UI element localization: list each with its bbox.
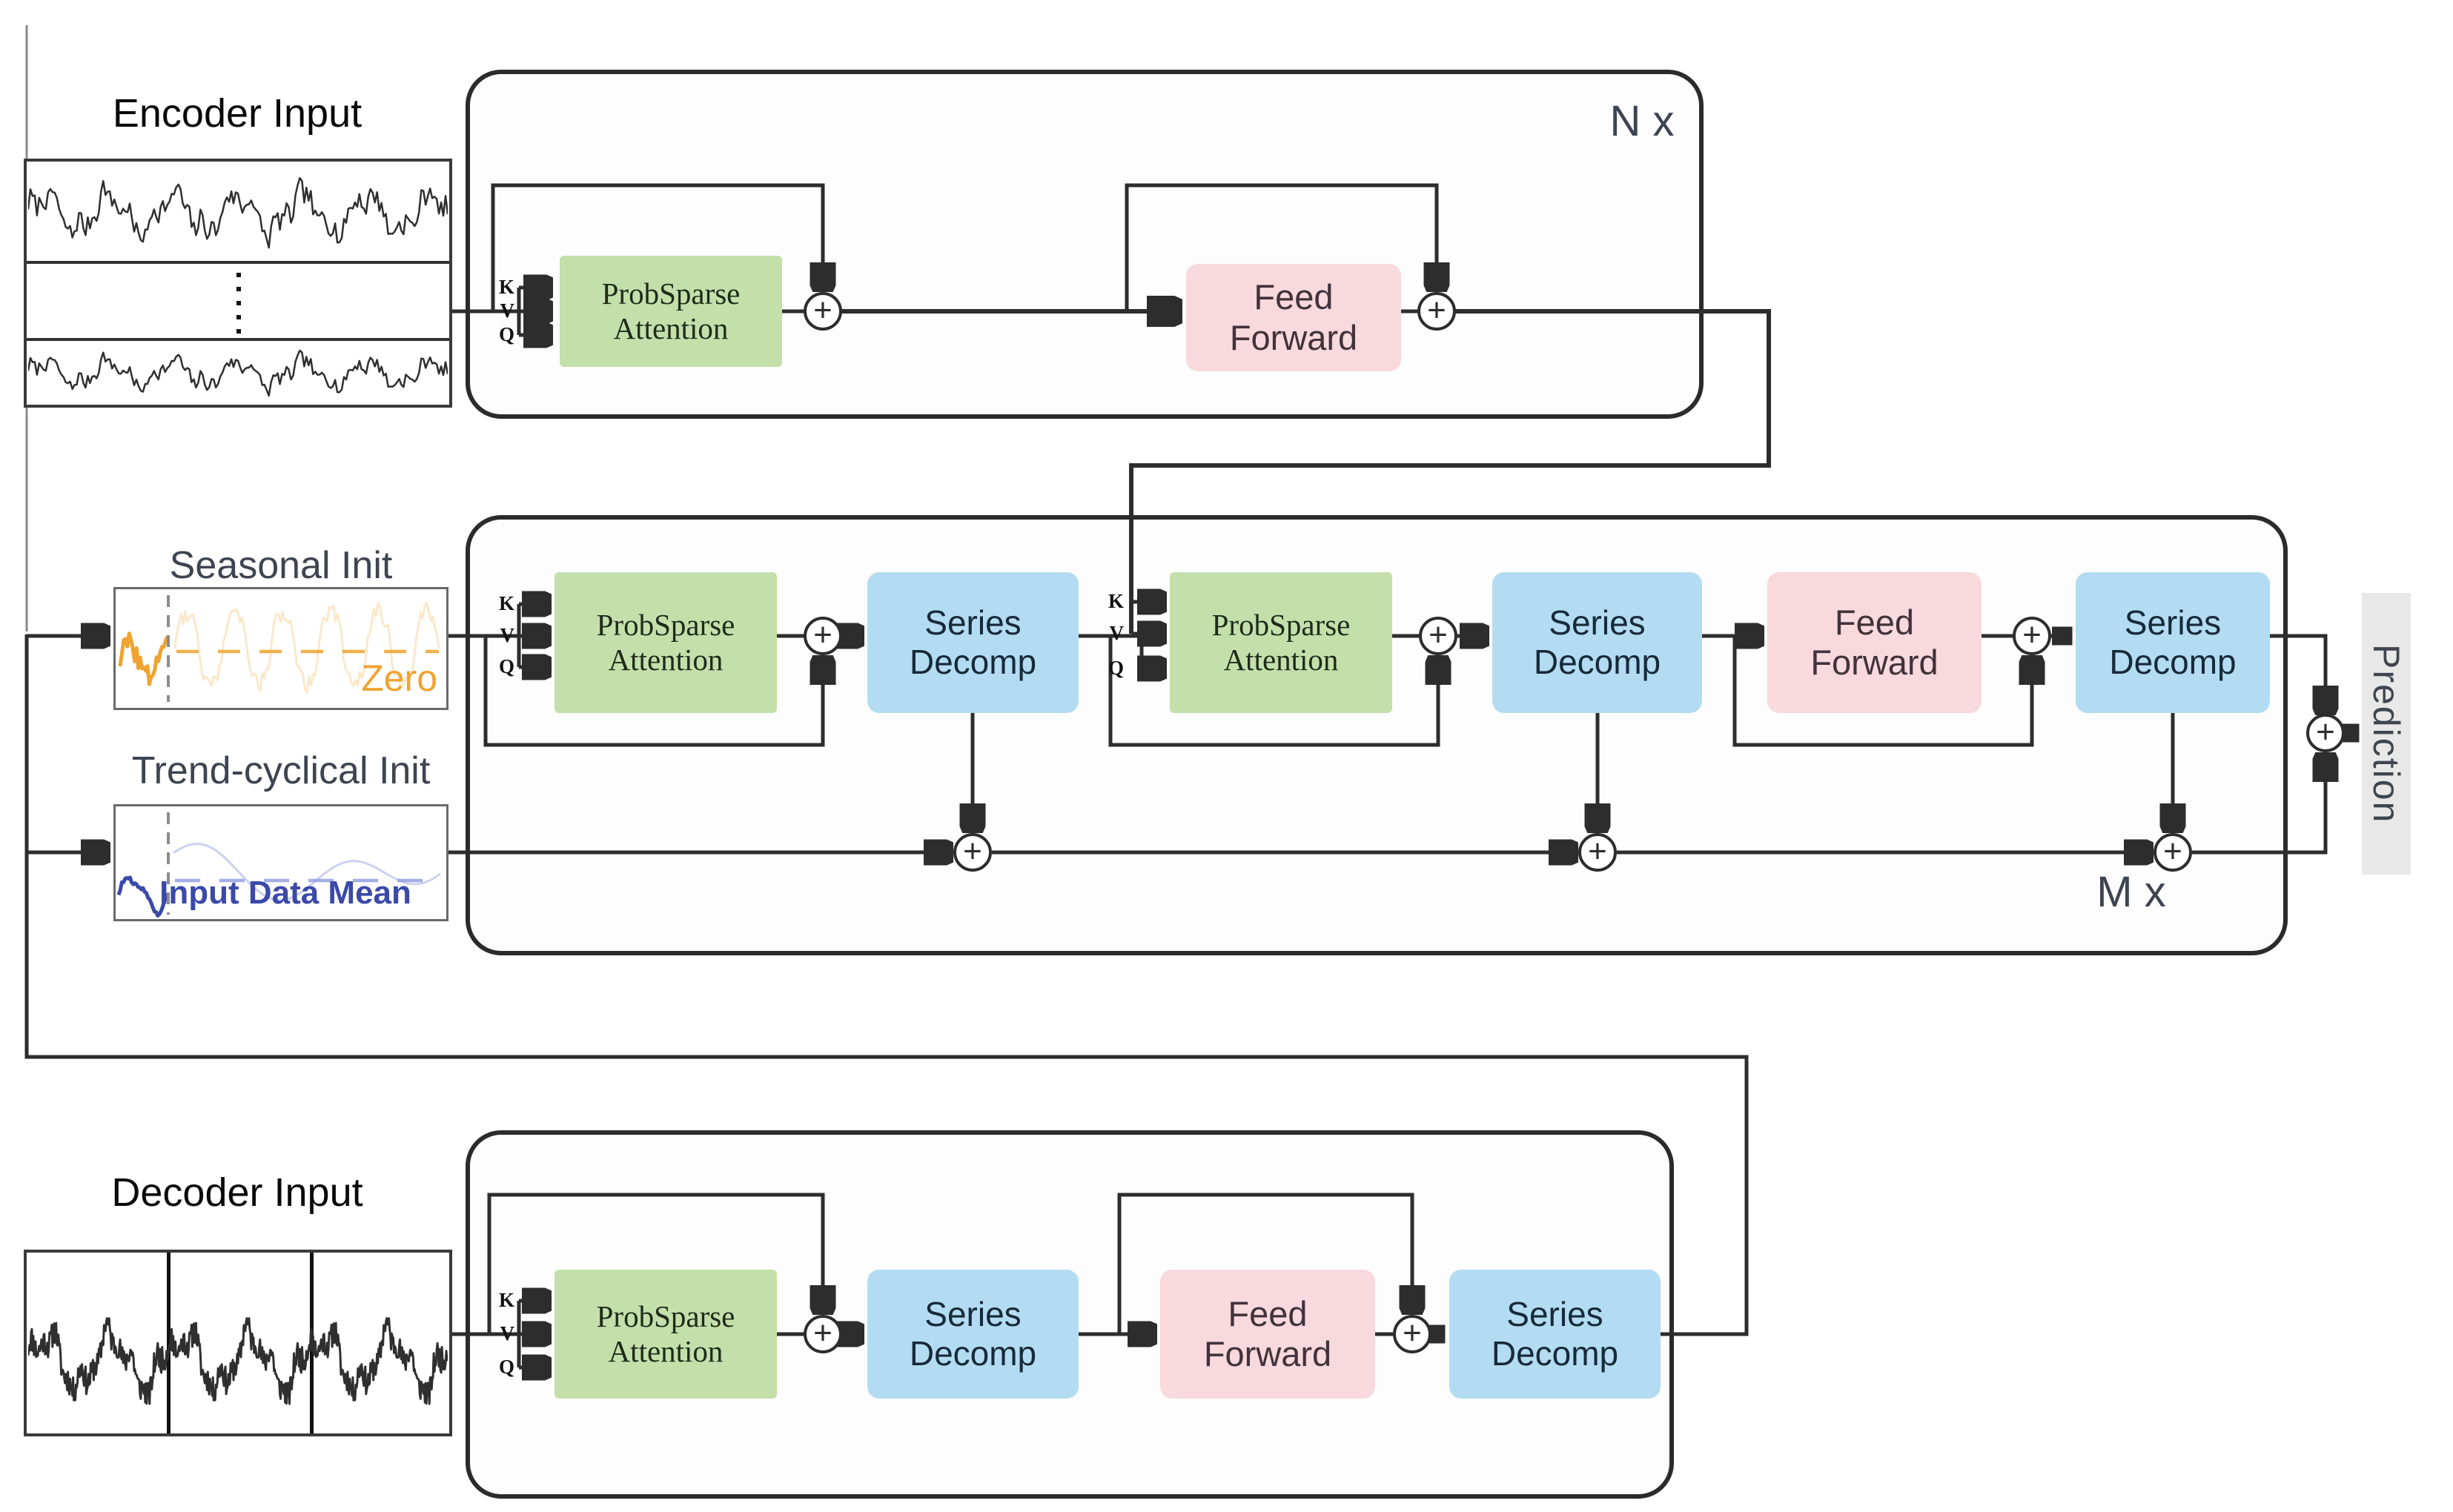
encoder-input-title: Encoder Input — [112, 91, 363, 136]
decoder-waveform — [28, 1317, 448, 1405]
seasonal-init-box — [113, 587, 448, 710]
decoder1-key-port-label: K — [498, 592, 514, 614]
divider-line — [27, 338, 449, 341]
decomposition-feedback-wire — [24, 634, 1749, 1336]
seasonal-waveform — [118, 595, 440, 702]
segment-divider — [167, 1253, 171, 1433]
zero-annotation: Zero — [361, 657, 437, 699]
add-node-decoder-ff: + — [2013, 617, 2051, 655]
add-node-encoder-ff: + — [1417, 292, 1456, 331]
add-node-bottom-attention: + — [804, 1315, 842, 1353]
add-node-trend-1: + — [953, 833, 992, 872]
encoder-to-decoder-wire — [1129, 309, 1771, 634]
decoder-series-decomp-2-block: Series Decomp — [1492, 572, 1702, 713]
encoder-query-port-label: Q — [498, 323, 514, 345]
divider-line — [27, 261, 449, 264]
add-node-encoder-attention: + — [804, 292, 842, 331]
encoder-waveform-bottom — [28, 349, 448, 397]
trend-init-box — [113, 804, 448, 921]
add-node-trend-3: + — [2154, 833, 2192, 872]
decoder2-value-port-label: V — [1109, 622, 1125, 644]
trend-init-title: Trend-cyclical Init — [131, 749, 431, 792]
prediction-label: Prediction — [2362, 593, 2411, 875]
encoder-attention-block: ProbSparse Attention — [560, 256, 782, 367]
encoder-waveform-top — [28, 176, 448, 249]
decoder2-query-port-label: Q — [1108, 657, 1124, 679]
decoder2-key-port-label: K — [1108, 590, 1124, 612]
decoder-series-decomp-1-block: Series Decomp — [867, 572, 1079, 713]
decoder-attention-2-block: ProbSparse Attention — [1170, 572, 1392, 713]
seasonal-init-title: Seasonal Init — [169, 544, 393, 587]
encoder-value-port-label: V — [500, 299, 515, 322]
decoder-attention-1-block: ProbSparse Attention — [555, 572, 777, 713]
encoder-key-port-label: K — [498, 276, 514, 298]
input-data-mean-annotation: Input Data Mean — [159, 875, 411, 911]
add-node-bottom-ff: + — [1393, 1315, 1431, 1353]
decoder-input-box — [24, 1250, 452, 1436]
bottom-key-port-label: K — [498, 1289, 514, 1311]
bottom-query-port-label: Q — [498, 1356, 514, 1378]
encoder-repeat-label: N x — [1609, 97, 1675, 145]
bottom-block-wires — [24, 25, 1749, 1367]
decoder-repeat-label: M x — [2096, 868, 2166, 916]
add-node-trend-2: + — [1578, 833, 1617, 872]
add-node-decoder-attention-1: + — [804, 617, 842, 655]
bottom-value-port-label: V — [500, 1322, 515, 1344]
bottom-series-decomp-1-block: Series Decomp — [867, 1270, 1079, 1399]
decoder-feed-forward-block: Feed Forward — [1767, 572, 1982, 713]
decoder-seasonal-wires — [448, 604, 2325, 747]
decoder-input-title: Decoder Input — [111, 1170, 363, 1215]
trend-waveform — [116, 812, 441, 918]
encoder-feed-forward-block: Feed Forward — [1186, 264, 1401, 371]
add-node-final-output: + — [2306, 714, 2345, 752]
encoder-input-box — [24, 159, 452, 408]
decoder-series-decomp-3-block: Series Decomp — [2076, 572, 2270, 713]
bottom-attention-block: ProbSparse Attention — [555, 1270, 777, 1399]
bottom-feed-forward-block: Feed Forward — [1160, 1270, 1375, 1399]
ellipsis-dots — [236, 273, 241, 335]
encoder-wires — [452, 183, 1771, 634]
decoder1-value-port-label: V — [500, 624, 515, 646]
add-node-decoder-attention-2: + — [1419, 617, 1457, 655]
decoder1-query-port-label: Q — [498, 655, 514, 677]
bottom-series-decomp-2-block: Series Decomp — [1449, 1270, 1661, 1399]
decoder-trend-wires — [448, 713, 2357, 852]
